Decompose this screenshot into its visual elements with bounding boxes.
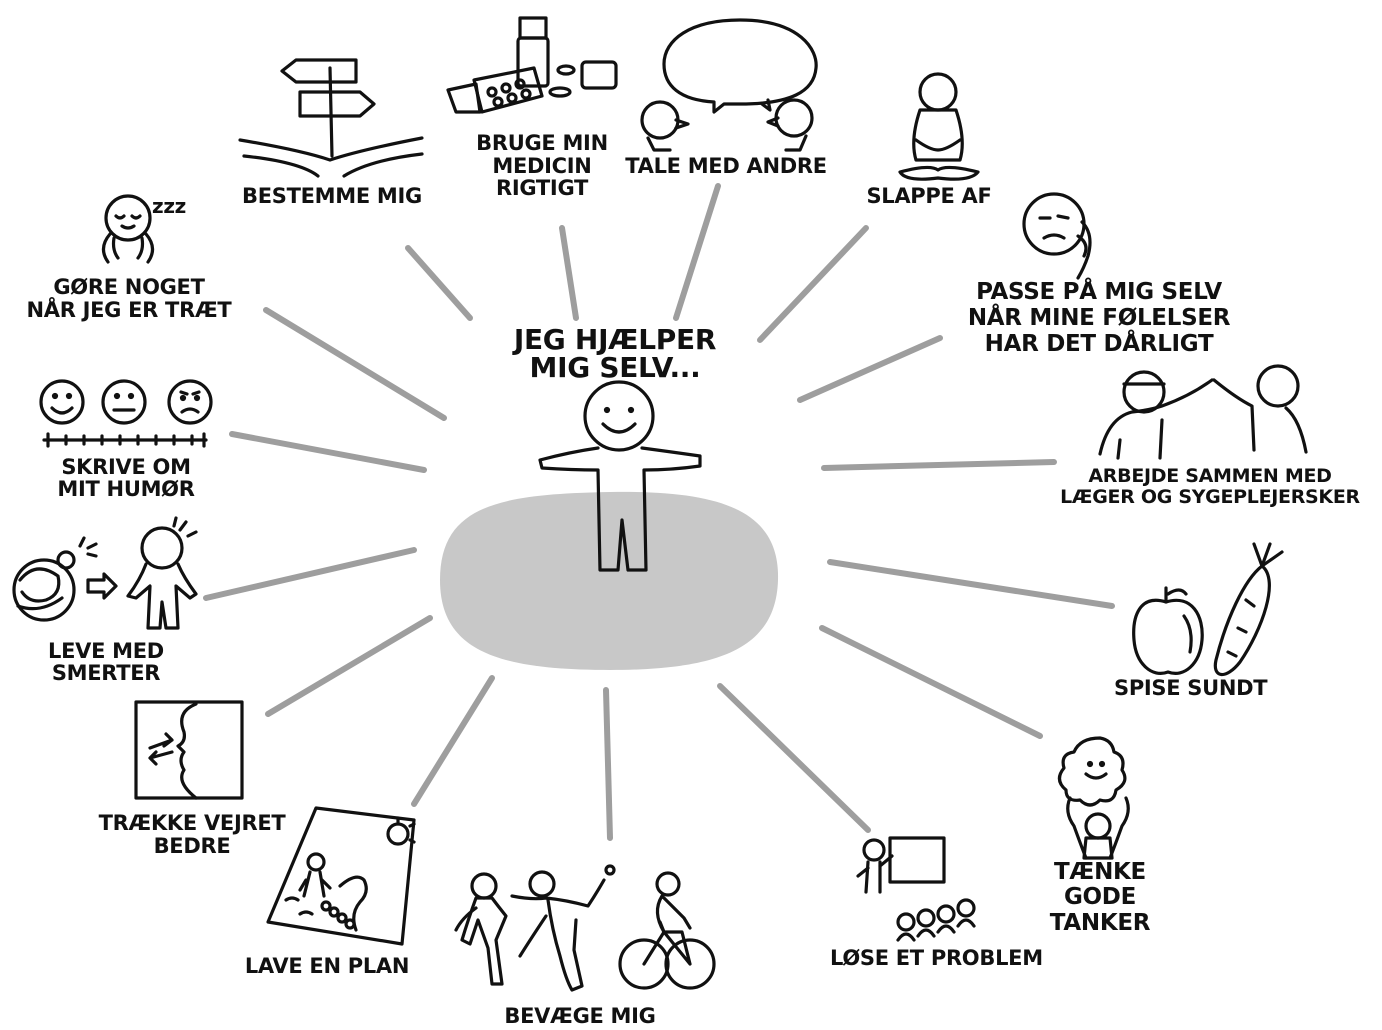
label-bevaege: BEVÆGE MIG bbox=[500, 1006, 660, 1027]
apple-carrot-icon bbox=[1132, 542, 1284, 677]
spoke-slappe bbox=[757, 225, 869, 343]
label-line: SMERTER bbox=[51, 661, 161, 686]
happy-thought-icon bbox=[1057, 736, 1130, 860]
sleep-zzz: zzz bbox=[152, 194, 187, 218]
label-line: SLAPPE AF bbox=[866, 184, 992, 208]
center-title: JEG HJÆLPER MIG SELV... bbox=[500, 326, 730, 382]
label-bestemme: BESTEMME MIG bbox=[242, 186, 422, 207]
label-traet: GØRE NOGET NÅR JEG ER TRÆT bbox=[20, 275, 238, 323]
spoke-tale bbox=[673, 183, 721, 321]
spoke-smerter bbox=[203, 547, 417, 601]
label-line: SKRIVE OM bbox=[61, 455, 191, 479]
central-platform bbox=[440, 491, 779, 670]
label-line: TÆNKE bbox=[1054, 859, 1146, 885]
center-title-line2: MIG SELV... bbox=[529, 351, 701, 384]
label-line: TANKER bbox=[1049, 909, 1151, 936]
label-line: LAVE EN PLAN bbox=[244, 954, 410, 978]
label-taenke: TÆNKE GODE TANKER bbox=[1040, 859, 1160, 936]
label-spise: SPISE SUNDT bbox=[1114, 676, 1268, 700]
signpost-icon bbox=[238, 58, 424, 178]
spoke-arbejde bbox=[821, 459, 1057, 471]
central-figure-icon bbox=[538, 380, 702, 572]
label-line: RIGTIGT bbox=[495, 176, 589, 201]
label-arbejde: ARBEJDE SAMMEN MED LÆGER OG SYGEPLEJERSK… bbox=[1052, 466, 1368, 508]
medicine-icon bbox=[446, 16, 618, 114]
spoke-bestemme bbox=[405, 245, 473, 321]
label-line: LÆGER OG SYGEPLEJERSKER bbox=[1060, 485, 1360, 508]
pain-icon bbox=[12, 516, 198, 630]
label-tale: TALE MED ANDRE bbox=[624, 156, 828, 177]
spoke-humor bbox=[229, 431, 427, 473]
label-line: HAR DET DÅRLIGT bbox=[984, 330, 1214, 357]
label-humor: SKRIVE OM MIT HUMØR bbox=[44, 456, 208, 500]
label-line: ARBEJDE SAMMEN MED bbox=[1088, 465, 1332, 487]
label-line: MIT HUMØR bbox=[57, 477, 195, 502]
spokes bbox=[203, 183, 1115, 841]
spoke-traekke bbox=[265, 615, 433, 717]
spoke-passe bbox=[797, 335, 943, 403]
spoke-medicin bbox=[559, 225, 579, 321]
sleepy-icon bbox=[101, 194, 155, 264]
label-slappe: SLAPPE AF bbox=[856, 186, 1002, 207]
label-line: BRUGE MIN bbox=[476, 131, 608, 155]
label-line: BEVÆGE MIG bbox=[504, 1004, 656, 1028]
spoke-spise bbox=[827, 559, 1115, 609]
label-loese: LØSE ET PROBLEM bbox=[830, 946, 1043, 970]
label-line: BEDRE bbox=[153, 834, 231, 859]
label-line: GODE bbox=[1063, 884, 1137, 911]
spoke-traet bbox=[263, 307, 447, 421]
label-line: NÅR MINE FØLELSER bbox=[967, 304, 1231, 331]
label-traekke: TRÆKKE VEJRET BEDRE bbox=[96, 811, 288, 859]
label-line: LØSE ET PROBLEM bbox=[830, 946, 1043, 970]
label-line: SPISE SUNDT bbox=[1114, 676, 1268, 700]
label-line: MEDICIN bbox=[492, 153, 592, 178]
breathing-icon bbox=[134, 700, 244, 800]
label-smerter: LEVE MED SMERTER bbox=[34, 640, 178, 684]
label-line: NÅR JEG ER TRÆT bbox=[26, 298, 232, 323]
label-line: TALE MED ANDRE bbox=[625, 154, 827, 178]
label-line: BESTEMME MIG bbox=[242, 184, 422, 208]
high-five-icon bbox=[1098, 364, 1308, 460]
spoke-bevaege bbox=[603, 687, 613, 841]
mood-scale-icon bbox=[39, 379, 213, 448]
meditation-icon bbox=[898, 72, 980, 181]
label-passe: PASSE PÅ MIG SELV NÅR MINE FØLELSER HAR … bbox=[956, 279, 1242, 357]
center-title-line1: JEG HJÆLPER bbox=[513, 323, 717, 356]
spoke-taenke bbox=[819, 625, 1043, 739]
label-line: LEVE MED bbox=[48, 639, 164, 663]
sad-face-icon bbox=[1022, 192, 1092, 280]
map-plan-icon bbox=[266, 806, 416, 946]
label-plan: LAVE EN PLAN bbox=[238, 956, 416, 977]
label-line: GØRE NOGET bbox=[53, 275, 205, 299]
speech-bubble-icon bbox=[640, 18, 818, 152]
exercise-icon bbox=[454, 864, 716, 992]
label-line: TRÆKKE VEJRET bbox=[98, 811, 286, 835]
spoke-plan bbox=[411, 675, 495, 807]
label-line: PASSE PÅ MIG SELV bbox=[976, 279, 1222, 305]
whiteboard-icon bbox=[856, 836, 976, 942]
label-medicin: BRUGE MIN MEDICIN RIGTIGT bbox=[462, 132, 622, 200]
spoke-loese bbox=[717, 683, 871, 833]
